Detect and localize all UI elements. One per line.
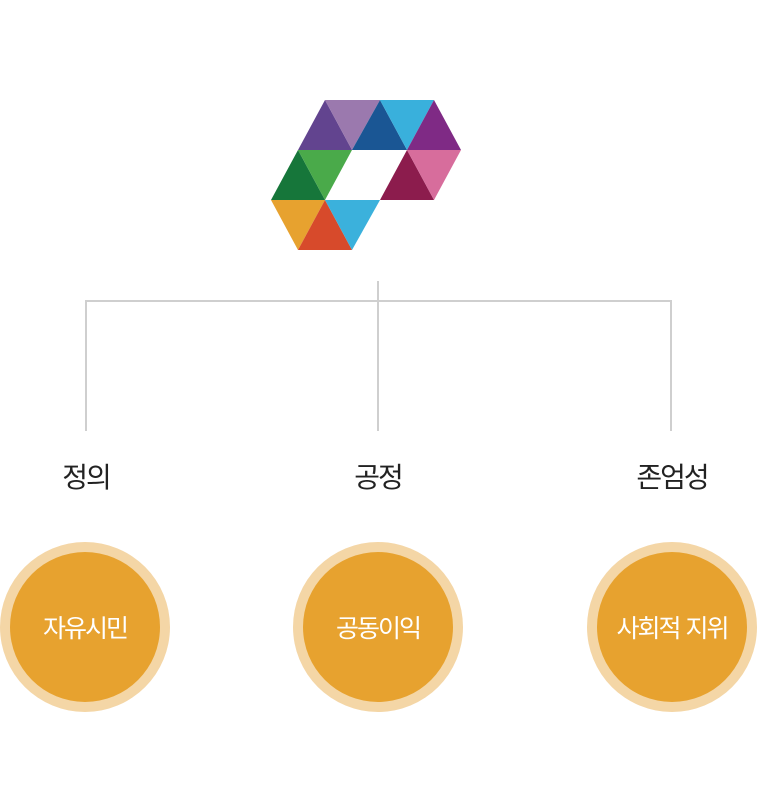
logo-triangle (380, 100, 434, 150)
node-label-fairness: 공정 (354, 461, 404, 494)
node-value: 사회적 지위 (597, 552, 747, 702)
logo-triangle (325, 100, 380, 150)
logo-triangle (325, 200, 380, 250)
connector-left (85, 300, 87, 431)
logo-triangle (271, 200, 325, 250)
connector-horizontal (85, 300, 672, 302)
logo-triangle (352, 100, 407, 150)
node-label-justice: 정의 (62, 461, 112, 494)
node-circle-dignity: 사회적 지위 (587, 542, 757, 712)
logo-triangle (298, 150, 352, 200)
node-value: 공동이익 (303, 552, 453, 702)
logo-triangle (298, 100, 352, 150)
logo-triangle (407, 150, 461, 200)
connector-stem (377, 281, 379, 431)
node-label-dignity: 존엄성 (636, 461, 709, 494)
logo-icon (271, 100, 461, 250)
node-circle-justice: 자유시민 (0, 542, 170, 712)
logo-triangle (380, 150, 434, 200)
node-value: 자유시민 (10, 552, 160, 702)
connector-right (670, 300, 672, 431)
logo-triangle (407, 100, 461, 150)
logo-triangle (271, 150, 325, 200)
logo-triangle (298, 200, 352, 250)
node-circle-fairness: 공동이익 (293, 542, 463, 712)
